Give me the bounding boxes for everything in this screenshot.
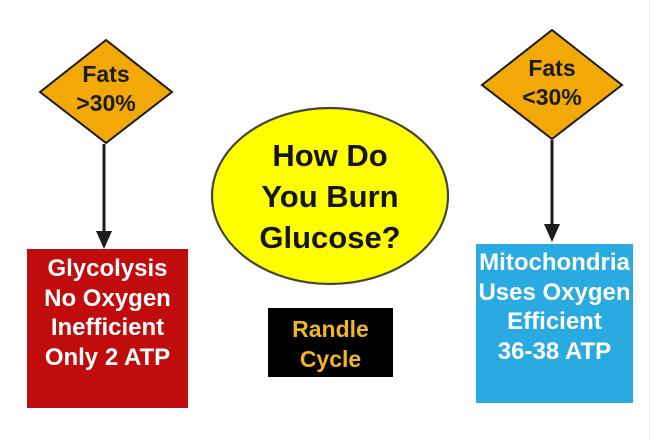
title-line: You Burn	[261, 179, 399, 214]
fats-under-30-label: Fats <30%	[482, 54, 622, 112]
randle-cycle-line: Randle	[292, 316, 369, 342]
diamond-label-line: <30%	[522, 84, 582, 110]
glycolysis-box-line: No Oxygen	[44, 284, 171, 312]
glycolysis-box-line: Inefficient	[50, 314, 165, 341]
title-line: Glucose?	[259, 220, 401, 255]
glycolysis-box-line: Only 2 ATP	[44, 343, 171, 371]
diamond-label-line: Fats	[528, 55, 576, 81]
diamond-label-line: Fats	[82, 61, 130, 87]
mitochondria-box-line: 36-38 ATP	[497, 337, 612, 365]
mitochondria-box: Mitochondria Uses Oxygen Efficient 36-38…	[476, 244, 633, 403]
center-ellipse	[210, 106, 450, 286]
title-line: How Do	[272, 138, 388, 173]
how-do-you-burn-glucose-title: How Do You Burn Glucose?	[215, 135, 445, 258]
randle-cycle-line: Cycle	[299, 346, 362, 372]
fats-over-30-label: Fats >30%	[36, 60, 176, 118]
mitochondria-box-line: Efficient	[507, 308, 602, 335]
left-arrow	[96, 144, 112, 249]
diamond-label-line: >30%	[76, 90, 136, 116]
randle-cycle-box: Randle Cycle	[268, 308, 393, 377]
fats-under-30-diamond	[480, 28, 624, 141]
right-arrow	[544, 140, 560, 242]
fats-over-30-diamond	[38, 38, 174, 145]
mitochondria-box-line: Mitochondria	[479, 249, 630, 276]
glycolysis-box: Glycolysis No Oxygen Inefficient Only 2 …	[27, 249, 188, 408]
mitochondria-box-line: Uses Oxygen	[478, 278, 631, 306]
glycolysis-box-line: Glycolysis	[47, 255, 168, 282]
